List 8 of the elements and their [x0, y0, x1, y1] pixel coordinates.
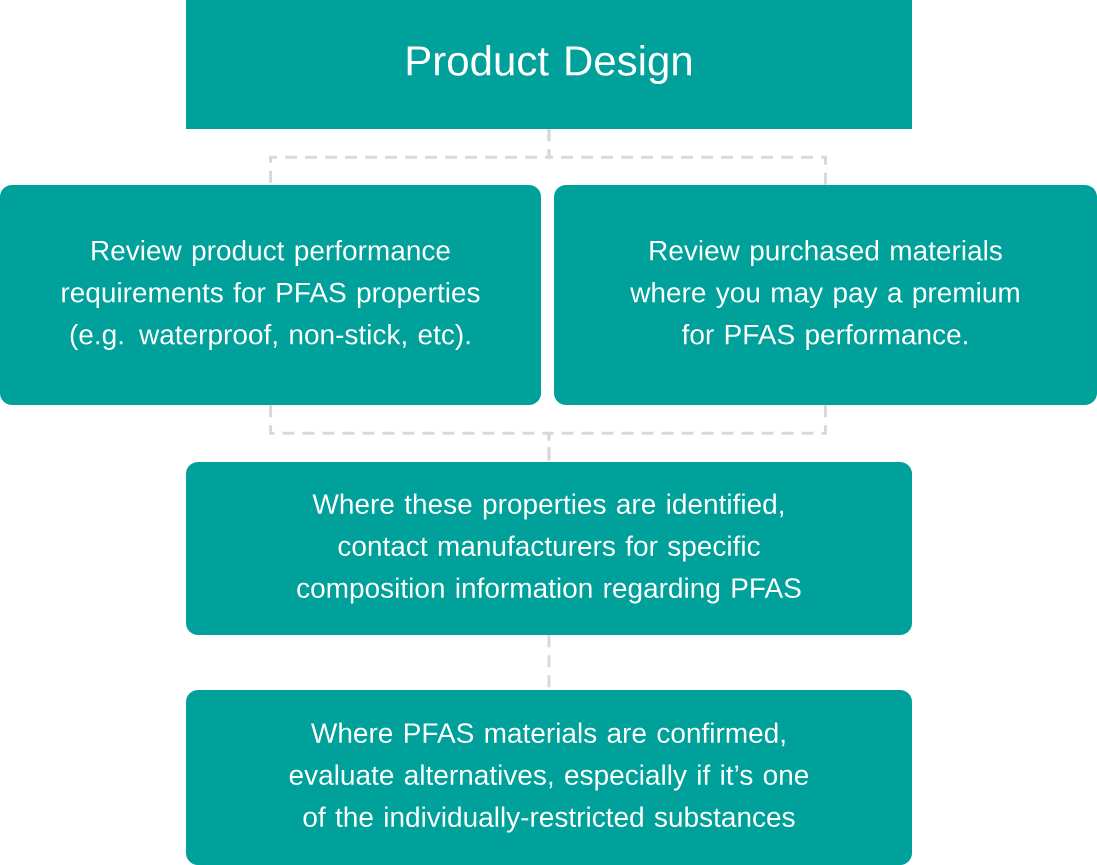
process-box: Review purchased materials where you may pay a premium for PFAS performance.: [554, 185, 1097, 405]
connector-line: [547, 405, 827, 462]
process-box: Where PFAS materials are confirmed, evaluate alternatives, especially if it’s one of the individually-restricted substances: [186, 690, 912, 865]
title-box: Product Design: [186, 0, 912, 129]
connector-line: [547, 129, 827, 185]
process-box: Review product performance requirements for PFAS properties (e.g. waterproof, non-stick, etc).: [0, 185, 541, 405]
connector-line: [547, 635, 551, 690]
process-box: Where these properties are identified, contact manufacturers for specific composition information regarding PFAS: [186, 462, 912, 635]
